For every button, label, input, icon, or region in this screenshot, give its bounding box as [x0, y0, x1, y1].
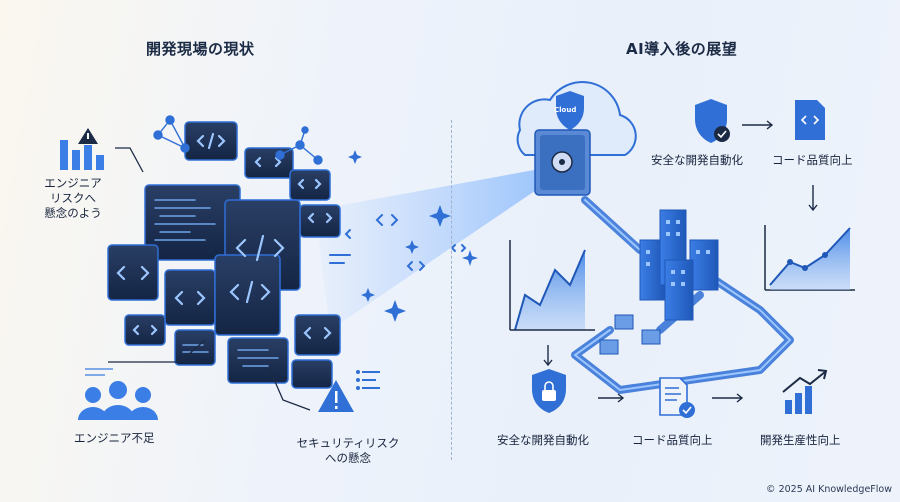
code-glyphs — [116, 132, 333, 340]
code-screens — [107, 121, 341, 389]
beam-code-icons — [329, 214, 467, 271]
copyright: © 2025 AI KnowledgeFlow — [766, 484, 892, 495]
concern-label-line-1: エンジニア — [44, 176, 102, 190]
left-title: 開発現場の現状 — [146, 40, 255, 58]
rising-chart — [764, 225, 855, 291]
bottom-flow-label-1: 安全な開発自動化 — [497, 433, 589, 447]
bottom-flow-label-3: 開発生産性向上 — [760, 433, 841, 447]
people-icon — [78, 368, 158, 420]
concern-label-line-2: リスクへ — [50, 191, 96, 205]
code-lines — [154, 199, 279, 367]
bottom-lock-shield-icon — [532, 369, 566, 413]
building-windows — [646, 220, 710, 286]
light-beam — [315, 168, 548, 330]
security-label-line-1: セキュリティリスク — [296, 436, 400, 450]
network-nodes — [153, 115, 323, 165]
concern-label-line-3: 懸念のよう — [44, 206, 102, 220]
section-divider — [451, 120, 452, 460]
sparkles — [348, 150, 478, 322]
shortage-label: エンジニア不足 — [74, 431, 155, 445]
data-blocks — [599, 314, 661, 355]
shortage-connector — [108, 339, 206, 363]
bottom-growth-icon — [782, 369, 828, 414]
bottom-flow-label-2: コード品質向上 — [632, 433, 713, 447]
bottom-doc-check-icon — [659, 377, 695, 418]
cloud-vault — [516, 80, 637, 196]
flow-arrows — [543, 120, 818, 403]
top-code-doc-icon — [795, 100, 825, 140]
concern-label: エンジニア リスクへ 懸念のよう — [34, 176, 112, 221]
pipe-highlight — [573, 199, 792, 392]
top-flow-label-1: 安全な開発自動化 — [651, 153, 743, 167]
area-chart — [509, 240, 595, 331]
cloud-label: Cloud — [554, 106, 577, 114]
security-warning-icon — [318, 370, 380, 412]
security-label: セキュリティリスク への懸念 — [283, 436, 413, 466]
top-shield-icon — [695, 99, 730, 143]
concern-chart-icon — [60, 128, 144, 173]
security-connector — [269, 369, 311, 411]
buildings — [639, 209, 719, 321]
right-title: AI導入後の展望 — [626, 40, 738, 58]
security-label-line-2: への懸念 — [325, 451, 371, 465]
top-flow-label-2: コード品質向上 — [772, 153, 853, 167]
